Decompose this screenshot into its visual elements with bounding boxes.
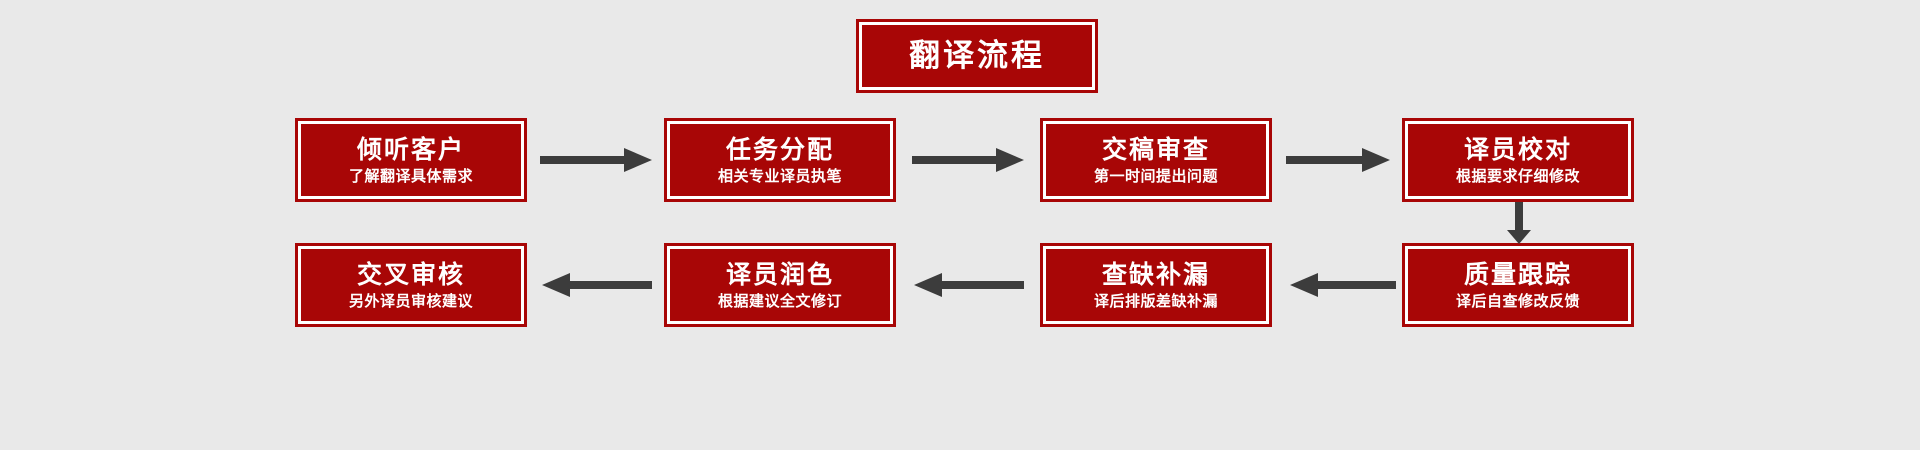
node-subtitle: 了解翻译具体需求 (348, 166, 473, 185)
flowchart-title-box: 翻译流程 (856, 19, 1098, 93)
node-title: 查缺补漏 (1101, 259, 1210, 289)
node-translator-proofreading-inner: 译员校对 根据要求仔细修改 (1405, 121, 1631, 199)
node-title: 任务分配 (725, 134, 834, 164)
arrow-right-icon (912, 147, 1024, 173)
node-subtitle: 根据要求仔细修改 (1455, 166, 1580, 185)
node-listen-to-client-inner: 倾听客户 了解翻译具体需求 (298, 121, 524, 199)
node-title: 交叉审核 (356, 259, 465, 289)
arrow-right-icon (1286, 147, 1390, 173)
node-quality-tracking-inner: 质量跟踪 译后自查修改反馈 (1405, 246, 1631, 324)
node-title: 译员校对 (1463, 134, 1572, 164)
title-box-inner: 翻译流程 (859, 22, 1095, 90)
node-gap-check[interactable]: 查缺补漏 译后排版差缺补漏 (1040, 243, 1272, 327)
node-title: 交稿审查 (1101, 134, 1210, 164)
page-title: 翻译流程 (909, 37, 1045, 74)
node-task-assignment-inner: 任务分配 相关专业译员执笔 (667, 121, 893, 199)
node-title: 质量跟踪 (1463, 259, 1572, 289)
node-submission-review-inner: 交稿审查 第一时间提出问题 (1043, 121, 1269, 199)
node-translator-proofreading[interactable]: 译员校对 根据要求仔细修改 (1402, 118, 1634, 202)
node-submission-review[interactable]: 交稿审查 第一时间提出问题 (1040, 118, 1272, 202)
node-subtitle: 译后自查修改反馈 (1455, 291, 1580, 310)
node-title: 译员润色 (725, 259, 834, 289)
node-subtitle: 第一时间提出问题 (1093, 166, 1218, 185)
node-quality-tracking[interactable]: 质量跟踪 译后自查修改反馈 (1402, 243, 1634, 327)
node-translator-polishing-inner: 译员润色 根据建议全文修订 (667, 246, 893, 324)
node-cross-review[interactable]: 交叉审核 另外译员审核建议 (295, 243, 527, 327)
arrow-right-icon (540, 147, 652, 173)
arrow-left-icon (542, 272, 652, 298)
node-task-assignment[interactable]: 任务分配 相关专业译员执笔 (664, 118, 896, 202)
arrow-down-icon (1506, 202, 1532, 244)
arrow-left-icon (1290, 272, 1396, 298)
node-translator-polishing[interactable]: 译员润色 根据建议全文修订 (664, 243, 896, 327)
node-subtitle: 译后排版差缺补漏 (1093, 291, 1218, 310)
node-subtitle: 根据建议全文修订 (717, 291, 842, 310)
arrow-left-icon (914, 272, 1024, 298)
node-subtitle: 另外译员审核建议 (348, 291, 473, 310)
node-listen-to-client[interactable]: 倾听客户 了解翻译具体需求 (295, 118, 527, 202)
node-cross-review-inner: 交叉审核 另外译员审核建议 (298, 246, 524, 324)
node-title: 倾听客户 (356, 134, 465, 164)
node-subtitle: 相关专业译员执笔 (717, 166, 842, 185)
node-gap-check-inner: 查缺补漏 译后排版差缺补漏 (1043, 246, 1269, 324)
